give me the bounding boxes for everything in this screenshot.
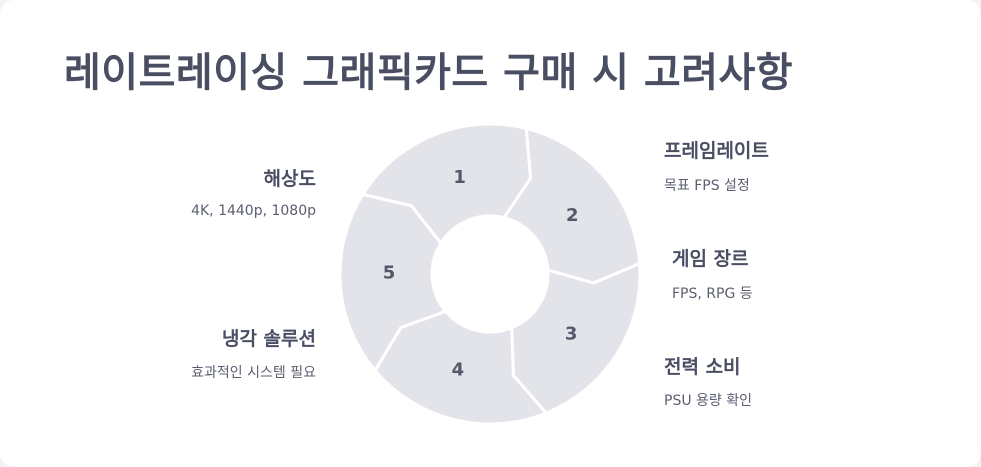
cycle-segment-3-number: 3 [565,324,578,345]
cycle-segment-3-shape [510,262,642,415]
cycle-segment-5-shape [338,193,448,372]
step-1-desc: 4K, 1440p, 1080p [191,203,316,219]
cycle-segment-4-shape [373,309,548,426]
step-5-desc: 효과적인 시스템 필요 [191,365,316,381]
cycle-segment-2-number: 2 [566,205,579,226]
step-3-label: 게임 장르 [672,248,749,270]
page-title: 레이트레이싱 그래픽카드 구매 시 고려사항 [64,50,794,96]
step-3-desc: FPS, RPG 등 [672,286,753,302]
cycle-segment-3: 3 [510,262,642,415]
step-2-label: 프레임레이트 [664,140,769,162]
cycle-segment-2: 2 [502,126,642,285]
cycle-segment-1: 1 [361,122,533,245]
cycle-segment-4: 4 [373,309,548,426]
cycle-segment-4-number: 4 [452,359,465,380]
cycle-segment-1-number: 1 [453,167,466,188]
step-1-label: 해상도 [263,168,316,190]
step-5-label: 냉각 솔루션 [221,328,316,350]
step-4-desc: PSU 용량 확인 [664,393,752,409]
step-2-desc: 목표 FPS 설정 [664,178,750,194]
cycle-segment-5: 5 [338,193,448,372]
cycle-segment-2-shape [502,126,642,285]
cycle-diagram: 1 2 3 4 5 [338,122,642,426]
step-4-label: 전력 소비 [664,356,741,378]
cycle-segment-1-shape [361,122,533,245]
cycle-segment-5-number: 5 [383,263,396,284]
